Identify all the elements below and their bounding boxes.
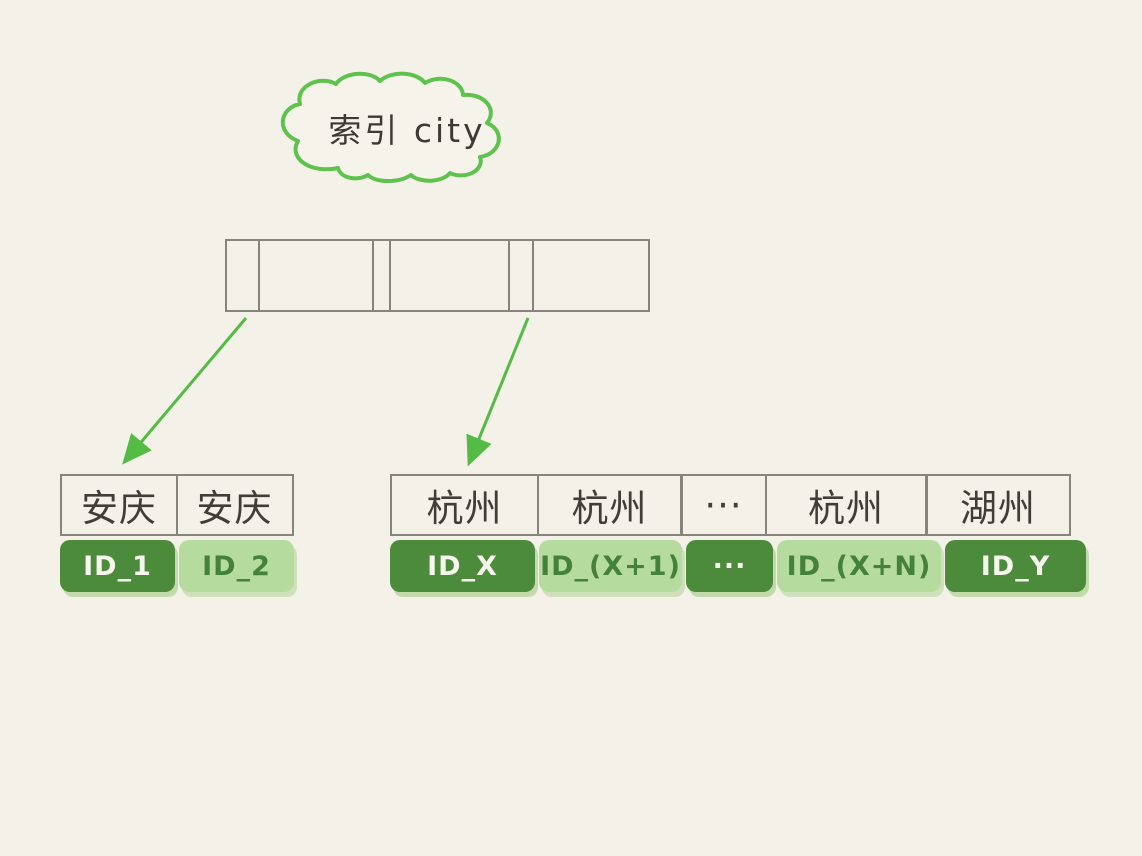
- key-cell: 杭州: [390, 474, 539, 536]
- key-cell: 杭州: [764, 474, 928, 536]
- arrow-to-right-page: [466, 317, 530, 467]
- key-cell: 安庆: [60, 474, 178, 536]
- id-row: ID_X ID_(X+1) ··· ID_(X+N) ID_Y: [390, 540, 1086, 592]
- leaf-page-left: 安庆 安庆 ID_1 ID_2: [60, 474, 294, 592]
- leaf-page-right: 杭州 杭州 ··· 杭州 湖州 ID_X ID_(X+1) ··· ID_(X+…: [390, 474, 1086, 592]
- id-cell: ID_X: [390, 540, 535, 592]
- cloud-label: 索引 city: [328, 111, 486, 150]
- index-node-cell: [374, 241, 391, 310]
- index-node-cell: [260, 241, 374, 310]
- id-cell: ID_2: [179, 540, 294, 592]
- key-row: 杭州 杭州 ··· 杭州 湖州: [390, 474, 1086, 536]
- cloud-shape: [280, 71, 501, 183]
- index-node-cell: [534, 241, 648, 310]
- arrow-to-left-page: [122, 317, 248, 465]
- id-cell: ···: [686, 540, 773, 592]
- index-node-cell: [227, 241, 260, 310]
- key-cell: ···: [680, 474, 767, 536]
- id-cell: ID_(X+1): [539, 540, 682, 592]
- id-cell: ID_(X+N): [777, 540, 941, 592]
- key-cell: 湖州: [925, 474, 1071, 536]
- index-node-cell: [510, 241, 534, 310]
- key-row: 安庆 安庆: [60, 474, 294, 536]
- id-cell: ID_Y: [945, 540, 1086, 592]
- id-row: ID_1 ID_2: [60, 540, 294, 592]
- index-node: [225, 239, 650, 312]
- key-cell: 杭州: [536, 474, 683, 536]
- key-cell: 安庆: [175, 474, 294, 536]
- id-cell: ID_1: [60, 540, 175, 592]
- title-cloud: 索引 city: [266, 70, 548, 186]
- index-node-cell: [391, 241, 510, 310]
